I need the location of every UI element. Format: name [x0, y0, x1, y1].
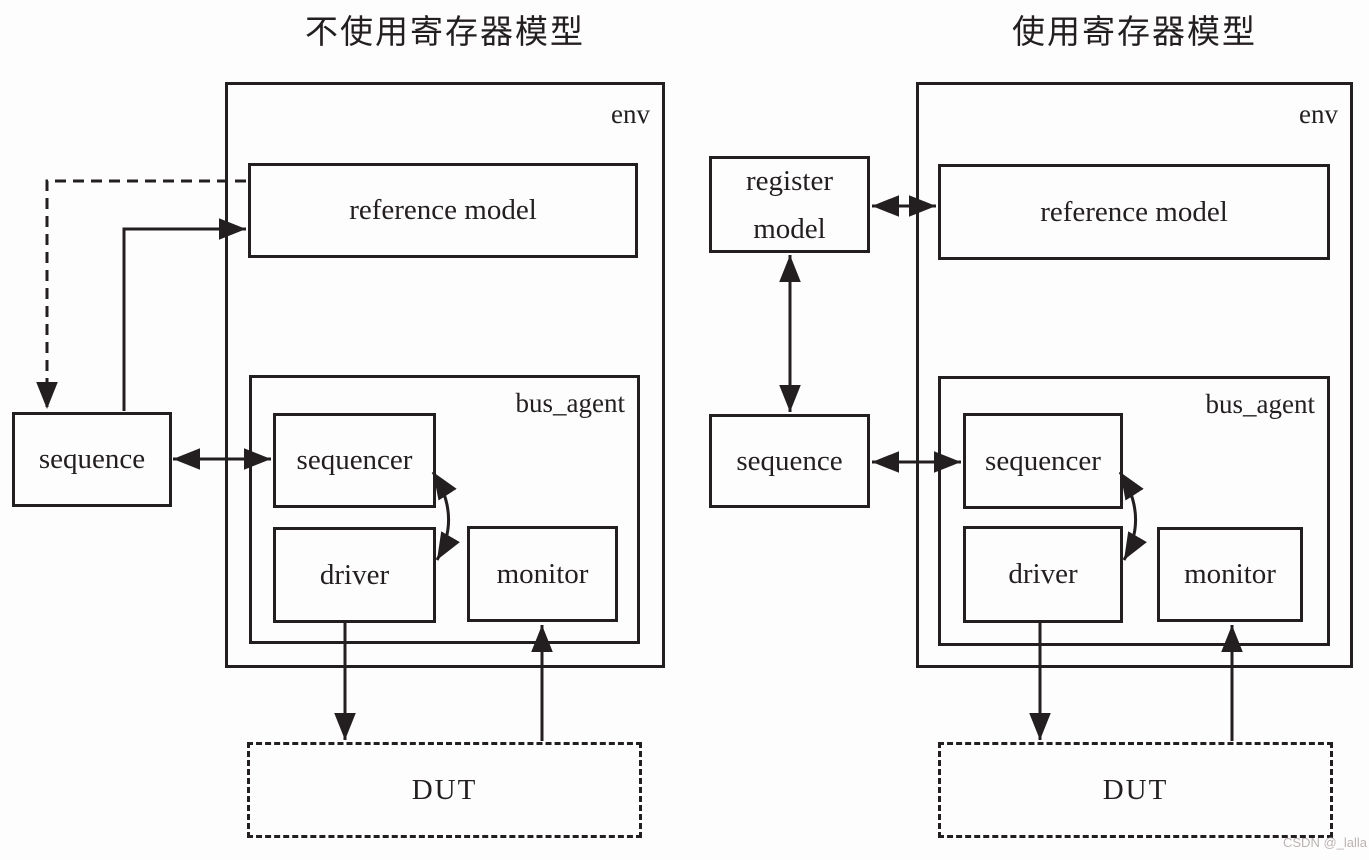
- left-monitor-label: monitor: [496, 557, 589, 590]
- left-driver-box: driver: [273, 527, 436, 623]
- right-register-model-box: register model: [709, 156, 870, 253]
- right-bus-agent-label: bus_agent: [1205, 389, 1315, 419]
- right-driver-box: driver: [963, 526, 1123, 623]
- right-register-model-label-line1: register: [746, 164, 833, 197]
- right-monitor-box: monitor: [1157, 527, 1303, 622]
- left-monitor-box: monitor: [467, 526, 618, 622]
- left-driver-label: driver: [319, 558, 390, 591]
- right-sequencer-label: sequencer: [985, 444, 1101, 477]
- left-sequence-label: sequence: [38, 443, 146, 475]
- left-bus-agent-box: bus_agent: [249, 375, 640, 644]
- right-dut-box: DUT: [938, 742, 1333, 838]
- left-sequencer-box: sequencer: [273, 413, 436, 508]
- right-sequencer-box: sequencer: [963, 413, 1123, 509]
- left-reference-model-label: reference model: [349, 194, 537, 226]
- left-dut-box: DUT: [247, 742, 642, 838]
- right-sequence-label: sequence: [736, 444, 843, 477]
- csdn-watermark: CSDN @_lalla: [1283, 835, 1367, 850]
- right-monitor-label: monitor: [1184, 558, 1276, 590]
- right-reference-model-box: reference model: [938, 164, 1330, 260]
- right-reference-model-label: reference model: [1040, 195, 1228, 228]
- left-env-label: env: [611, 99, 650, 129]
- right-dut-label: DUT: [1102, 773, 1169, 806]
- right-driver-label: driver: [1008, 558, 1078, 590]
- left-sequencer-label: sequencer: [296, 444, 413, 476]
- left-sequence-box: sequence: [12, 412, 172, 507]
- right-bus-agent-box: bus_agent: [938, 376, 1330, 646]
- right-env-box: env: [916, 82, 1353, 668]
- left-bus-agent-label: bus_agent: [515, 388, 625, 418]
- left-arrow-refmodel-to-sequence-dashed: [36, 179, 246, 409]
- right-sequence-box: sequence: [709, 414, 870, 508]
- left-dut-label: DUT: [411, 773, 478, 806]
- right-register-model-label-line2: model: [753, 212, 826, 245]
- left-reference-model-box: reference model: [248, 163, 638, 258]
- left-diagram-title: 不使用寄存器模型: [305, 15, 585, 51]
- right-env-label: env: [1299, 99, 1338, 129]
- right-diagram-title: 使用寄存器模型: [1012, 15, 1257, 51]
